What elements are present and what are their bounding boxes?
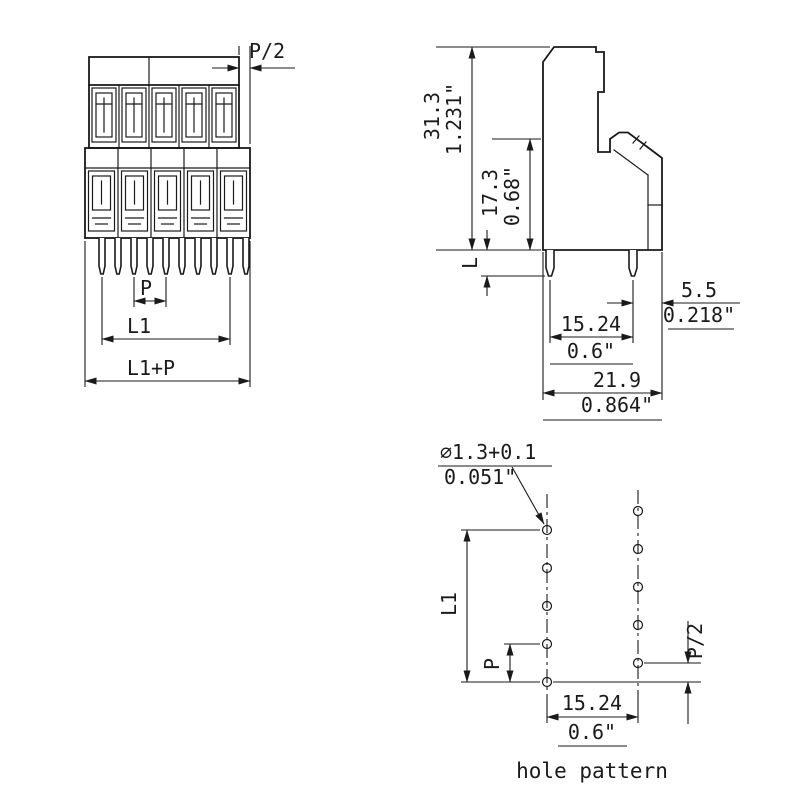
dim-hole-row-spacing-mm: 15.24 (562, 691, 622, 715)
dim-front-pitch-half-label: P/2 (249, 39, 285, 63)
front-dimensions: P/2 P L1 L1+P (84, 39, 295, 387)
dim-side-height-in: 1.231" (442, 83, 466, 155)
dim-hole-dia-in: 0.051" (444, 465, 516, 489)
front-pins (98, 237, 250, 275)
hole-grid (541, 505, 644, 688)
dim-front-l1-plus-p-label: L1+P (127, 356, 175, 380)
side-outline (542, 46, 663, 251)
side-pins (545, 249, 638, 277)
dim-side-pin-edge-in: 0.218" (663, 303, 735, 327)
hole-dimensions: ∅1.3+0.1 0.051" L1 P P/2 15.24 0.6" (437, 440, 707, 747)
front-terminals-upper (91, 87, 237, 143)
hole-pattern-caption: hole pattern (516, 759, 668, 783)
dim-side-front-height-mm: 17.3 (478, 169, 502, 217)
side-view: 31.3 1.231" 17.3 0.68" L 15.24 0.6" 5.5 … (420, 46, 740, 421)
dim-side-pin-length-label: L (458, 257, 482, 269)
dim-side-height-mm: 31.3 (420, 92, 444, 140)
hole-centerlines (546, 490, 639, 703)
dim-side-front-height-in: 0.68" (500, 166, 524, 226)
dim-hole-dia-mm: ∅1.3+0.1 (440, 440, 536, 464)
dim-side-pin-pitch-mm: 15.24 (561, 312, 621, 336)
dim-side-depth-in: 0.864" (581, 393, 653, 417)
dim-hole-l1-label: L1 (437, 592, 461, 616)
dim-side-depth-mm: 21.9 (593, 368, 641, 392)
dim-front-l1-label: L1 (127, 314, 151, 338)
dim-hole-pitch-half-label: P/2 (683, 623, 707, 659)
side-dimensions: 31.3 1.231" 17.3 0.68" L 15.24 0.6" 5.5 … (420, 46, 740, 421)
front-view: P/2 P L1 L1+P (84, 39, 295, 387)
front-terminals-lower (87, 170, 248, 232)
front-housing (84, 56, 251, 239)
dim-side-pin-pitch-in: 0.6" (567, 339, 615, 363)
dim-front-pitch-label: P (140, 276, 152, 300)
dim-hole-row-spacing-in: 0.6" (568, 720, 616, 744)
dim-side-pin-edge-mm: 5.5 (681, 278, 717, 302)
hole-pattern-view: ∅1.3+0.1 0.051" L1 P P/2 15.24 0.6" hole… (437, 440, 707, 783)
dim-hole-pitch-label: P (480, 658, 504, 670)
